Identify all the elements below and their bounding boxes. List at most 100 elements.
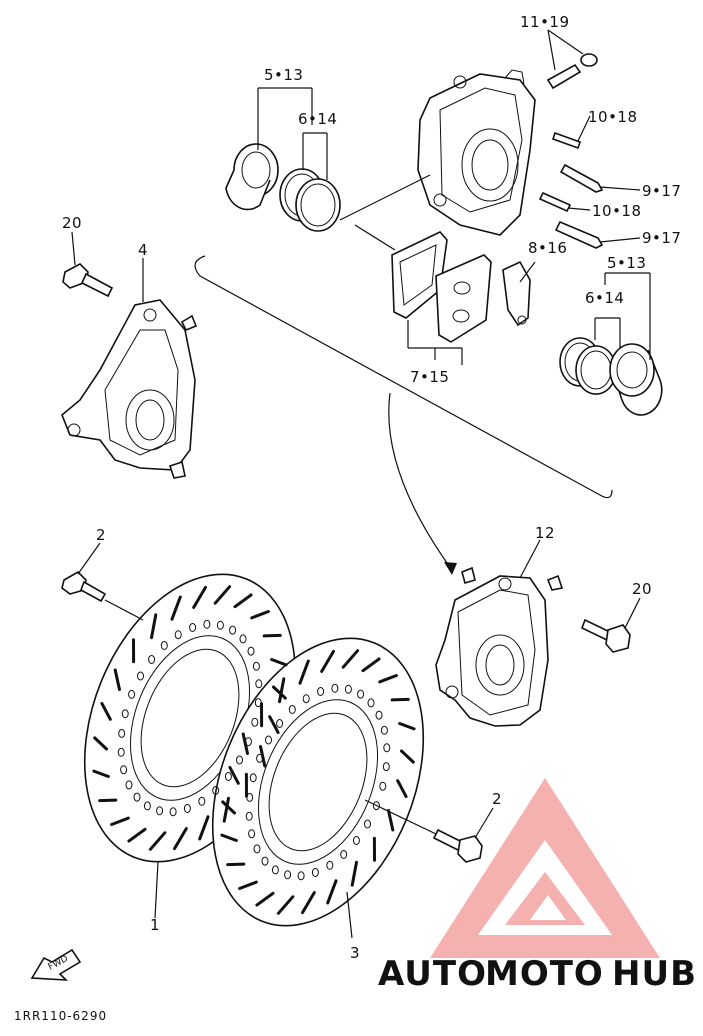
disc-slot (222, 796, 230, 823)
disc-slot (400, 749, 415, 764)
disc-hole (311, 868, 319, 877)
disc-hole (364, 819, 371, 829)
disc-hole (203, 619, 211, 629)
callout-9-17-lower: 9•17 (642, 229, 681, 247)
disc-hole (383, 743, 391, 753)
callout-7-15: 7•15 (410, 368, 449, 386)
assembly-arrow (388, 392, 453, 571)
piston-right-part (609, 343, 663, 416)
callout-2-left: 2 (96, 526, 106, 544)
disc-hole (156, 806, 164, 816)
drawing-code: 1RR110-6290 (14, 1009, 107, 1023)
disc-slot (387, 809, 395, 832)
disc-slot (213, 585, 232, 605)
disc-hole (352, 836, 360, 845)
callout-2-right: 2 (492, 790, 502, 808)
disc-hole (121, 709, 129, 719)
disc-slot (276, 895, 295, 915)
disc-slot (255, 891, 275, 907)
disc-slot (198, 815, 210, 841)
disc-slot (278, 677, 286, 704)
caliper-body-exploded (417, 69, 536, 236)
disc-slot (320, 649, 335, 673)
disc-hole (117, 747, 125, 757)
callout-5-13-right: 5•13 (607, 254, 646, 272)
disc-slot (113, 668, 121, 691)
disc-hole (120, 765, 128, 775)
callout-20-right: 20 (632, 580, 652, 598)
disc-slot (390, 697, 410, 702)
disc-hole (379, 781, 387, 791)
callout-4: 4 (138, 241, 148, 259)
callout-12: 12 (535, 524, 555, 542)
disc-slot (270, 658, 288, 667)
watermark-logo-icon (430, 778, 660, 958)
watermark-text-hub: HUB (612, 954, 697, 994)
disc-slot (127, 827, 147, 843)
disc-hole (236, 755, 243, 765)
group-frame-line (194, 255, 613, 499)
callout-10-18-upper: 10•18 (588, 108, 638, 126)
disc-hole (248, 829, 256, 839)
disc-hole (382, 762, 390, 772)
brake-pads-part (391, 231, 492, 343)
disc-slot (98, 798, 118, 803)
bolt-right-part (580, 618, 631, 653)
disc-hole (183, 804, 191, 813)
disc-slot (241, 732, 249, 755)
disc-slot (262, 633, 282, 638)
disc-hole (252, 661, 260, 671)
disc-hole (331, 683, 339, 693)
disc-hole (271, 865, 279, 875)
disc-hole (137, 671, 144, 681)
disc-slot (148, 831, 167, 851)
disc-slot (170, 595, 182, 621)
disc-hole (174, 630, 182, 640)
disc-hole (249, 773, 257, 783)
pad-spring-part (502, 260, 531, 327)
disc-slot (92, 769, 110, 778)
disc-slot (301, 891, 316, 915)
callout-6-14-right: 6•14 (585, 289, 624, 307)
disc-hole (253, 844, 261, 854)
disc-slot (398, 722, 416, 731)
disc-slot (341, 649, 360, 669)
disc-slot (378, 674, 398, 684)
disc-hole (133, 792, 141, 802)
disc-holes (117, 619, 391, 881)
disc-hole (375, 710, 383, 720)
callout-10-18-lower: 10•18 (592, 202, 642, 220)
disc-hole (148, 655, 156, 664)
disc-slot (221, 800, 236, 815)
disc-slot (173, 827, 188, 851)
bleed-screw-part (546, 53, 598, 90)
disc-hole (216, 620, 224, 630)
disc-slot (192, 585, 207, 609)
callout-20-left: 20 (62, 214, 82, 232)
disc-slot (259, 745, 267, 768)
disc-hole (247, 646, 255, 656)
disc-hole (251, 717, 259, 727)
disc-slot (150, 613, 158, 640)
disc-slot (228, 765, 240, 785)
disc-hole (302, 694, 310, 704)
disc-slots (92, 585, 416, 915)
fwd-arrow-icon (30, 948, 82, 981)
disc-hole (357, 689, 365, 699)
disc-slot (93, 736, 108, 751)
disc-hole (143, 801, 151, 811)
callout-8-16: 8•16 (528, 239, 567, 257)
brake-disc-right-part (211, 637, 425, 927)
disc-slot (250, 610, 270, 620)
disc-hole (245, 811, 253, 821)
callout-3: 3 (350, 944, 360, 962)
piston-seals-right-part (559, 337, 617, 395)
disc-slot (220, 833, 238, 842)
bolt-upper-left-part (62, 263, 114, 298)
disc-hole (367, 698, 375, 708)
callout-1: 1 (150, 916, 160, 934)
disc-hole (265, 735, 272, 745)
disc-hole (224, 772, 232, 781)
disc-hole (297, 871, 305, 881)
